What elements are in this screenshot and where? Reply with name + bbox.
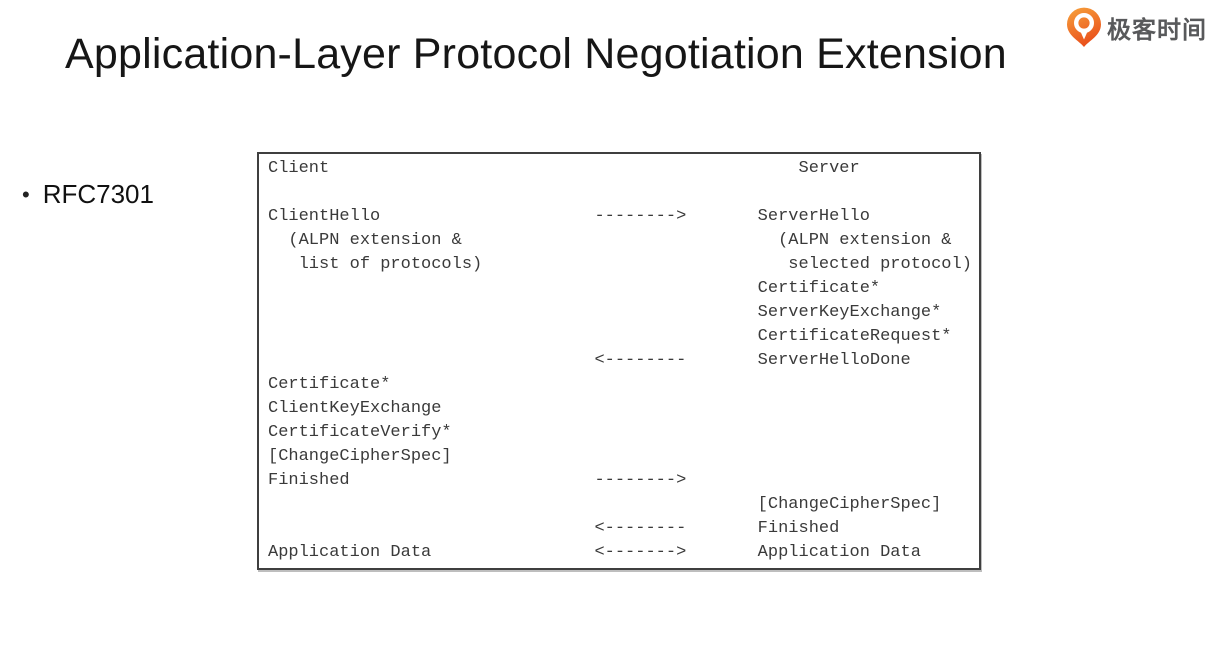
handshake-diagram-text: Client Server ClientHello --------> Serv… xyxy=(268,159,972,562)
page-title: Application-Layer Protocol Negotiation E… xyxy=(65,30,1007,78)
geek-time-logo: 极客时间 xyxy=(1066,7,1207,47)
handshake-diagram-box: Client Server ClientHello --------> Serv… xyxy=(257,152,981,570)
bullet-text: RFC7301 xyxy=(42,179,154,209)
bullet-item-rfc7301: • RFC7301 xyxy=(22,179,154,210)
geek-time-logo-text: 极客时间 xyxy=(1107,15,1207,44)
bullet-marker: • xyxy=(22,181,30,207)
geek-time-pin-icon xyxy=(1067,7,1101,47)
